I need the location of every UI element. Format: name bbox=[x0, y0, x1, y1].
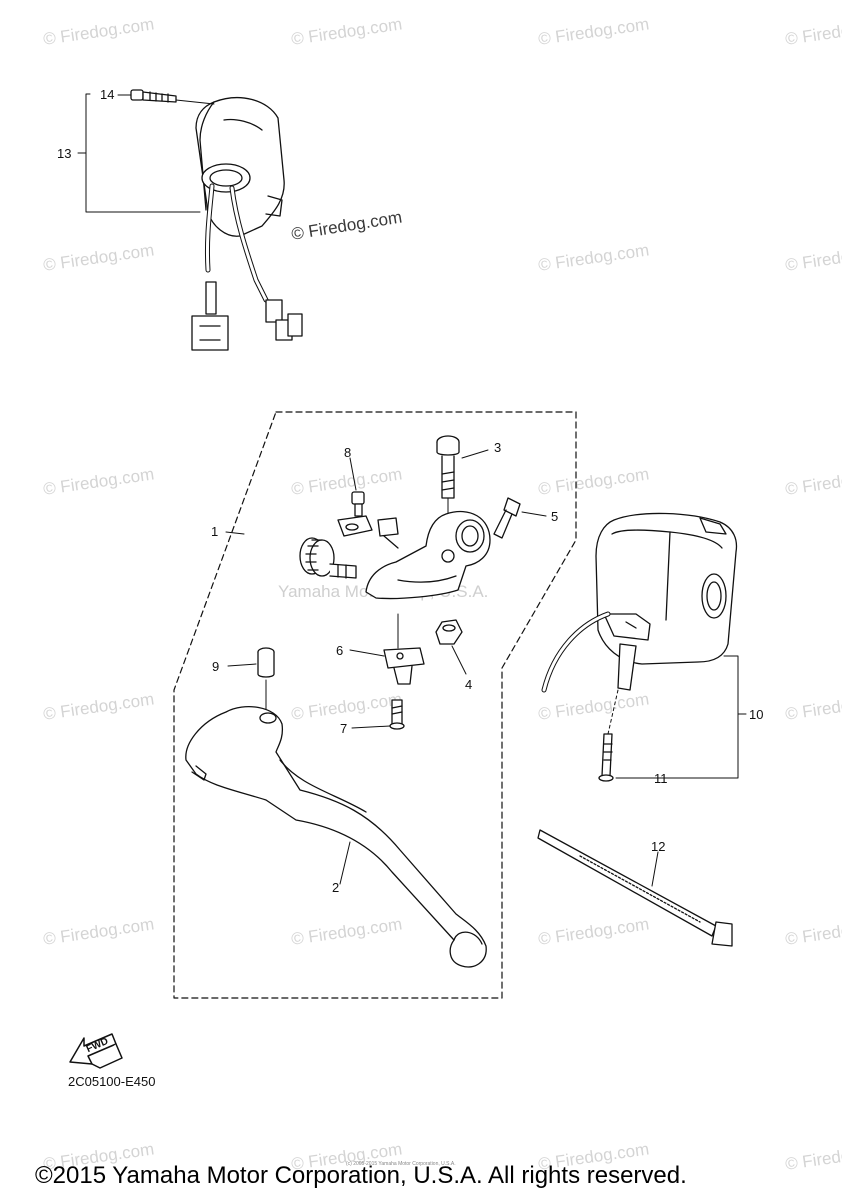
handlebar-switch-right bbox=[541, 512, 738, 693]
callout-3: 3 bbox=[494, 440, 502, 455]
callout-10: 10 bbox=[749, 707, 764, 722]
fwd-arrow-icon bbox=[69, 1033, 123, 1069]
lever-holder bbox=[337, 510, 491, 600]
callout-2: 2 bbox=[332, 880, 340, 895]
handlebar-switch-left bbox=[191, 97, 303, 351]
screw-11 bbox=[598, 689, 619, 782]
callout-12: 12 bbox=[651, 839, 666, 854]
callout-4: 4 bbox=[465, 677, 473, 692]
screw-14 bbox=[130, 89, 177, 103]
lever-2 bbox=[185, 706, 487, 968]
callout-9: 9 bbox=[212, 659, 220, 674]
callout-1: 1 bbox=[211, 524, 219, 539]
callout-13: 13 bbox=[57, 146, 72, 161]
switch-6 bbox=[383, 613, 425, 685]
adjuster-knob bbox=[299, 537, 357, 579]
screw-7 bbox=[389, 699, 405, 730]
callout-14: 14 bbox=[100, 87, 115, 102]
callout-5: 5 bbox=[551, 509, 559, 524]
copyright-notice: ©2015 Yamaha Motor Corporation, U.S.A. A… bbox=[35, 1162, 687, 1189]
callout-8: 8 bbox=[344, 445, 352, 460]
nut-4 bbox=[435, 619, 463, 645]
assembly-outline-1 bbox=[173, 411, 577, 999]
callout-6: 6 bbox=[336, 643, 344, 658]
cable-tie-12 bbox=[537, 829, 733, 947]
fine-print: (c) 2005-2015 Yamaha Motor Corporation, … bbox=[346, 1161, 456, 1167]
bolt-5 bbox=[493, 497, 521, 539]
callout-7: 7 bbox=[340, 721, 348, 736]
callout-11: 11 bbox=[654, 771, 668, 786]
diagram-code: 2C05100-E450 bbox=[68, 1074, 156, 1089]
collar-9 bbox=[257, 647, 275, 713]
screw-8 bbox=[351, 491, 365, 517]
